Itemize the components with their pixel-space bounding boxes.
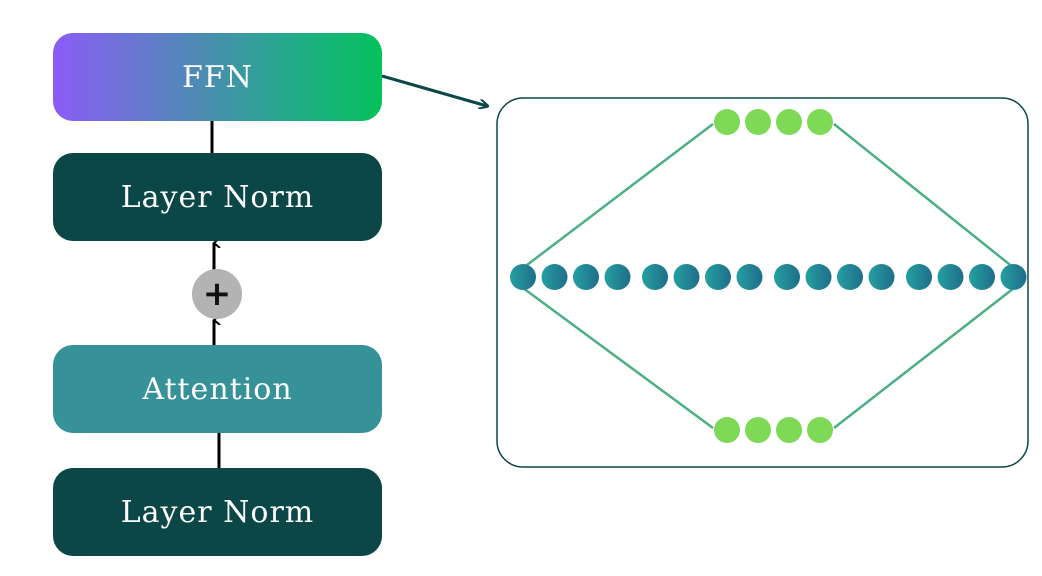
ffn-detail-pointer (381, 74, 487, 106)
layer-norm-top-block: Layer Norm (53, 153, 382, 241)
hidden-layer-node (510, 264, 536, 290)
ffn-connections (522, 123, 1015, 430)
hidden-layer-node (906, 264, 932, 290)
hidden-layer-node (642, 264, 668, 290)
top-layer-node (745, 109, 771, 135)
top-layer-node (714, 109, 740, 135)
hidden-layer-node (673, 264, 700, 290)
hidden-layer-node (937, 264, 964, 290)
add-circle (192, 269, 242, 319)
ffn-nodes (510, 109, 1027, 443)
hidden-layer-node (1000, 264, 1027, 290)
hidden-layer-node (868, 264, 895, 290)
hidden-layer-node (805, 264, 832, 290)
residual-add: + (192, 269, 242, 319)
layer-norm-bottom-block: Layer Norm (53, 468, 382, 556)
top-layer-node (807, 109, 833, 135)
hidden-layer-node (604, 264, 631, 290)
hidden-layer-node (705, 264, 731, 290)
hidden-layer-node (837, 264, 863, 290)
bottom-layer-node (776, 417, 802, 443)
hidden-layer-node (736, 264, 763, 290)
connection-left-bottom (522, 286, 714, 430)
connection-left-top (522, 123, 714, 269)
hidden-layer-node (774, 264, 800, 290)
hidden-layer-node (969, 264, 995, 290)
ffn-detail-panel (496, 97, 1029, 468)
bottom-layer-node (745, 417, 771, 443)
hidden-layer-node (541, 264, 568, 290)
hidden-layer-node (573, 264, 599, 290)
connection-right-bottom (833, 287, 1015, 429)
bottom-layer-node (714, 417, 740, 443)
ffn-block: FFN (53, 33, 382, 121)
add-symbol: + (203, 274, 232, 314)
bottom-layer-node (807, 417, 833, 443)
top-layer-node (776, 109, 802, 135)
connection-right-top (833, 123, 1015, 269)
attention-block: Attention (53, 345, 382, 433)
